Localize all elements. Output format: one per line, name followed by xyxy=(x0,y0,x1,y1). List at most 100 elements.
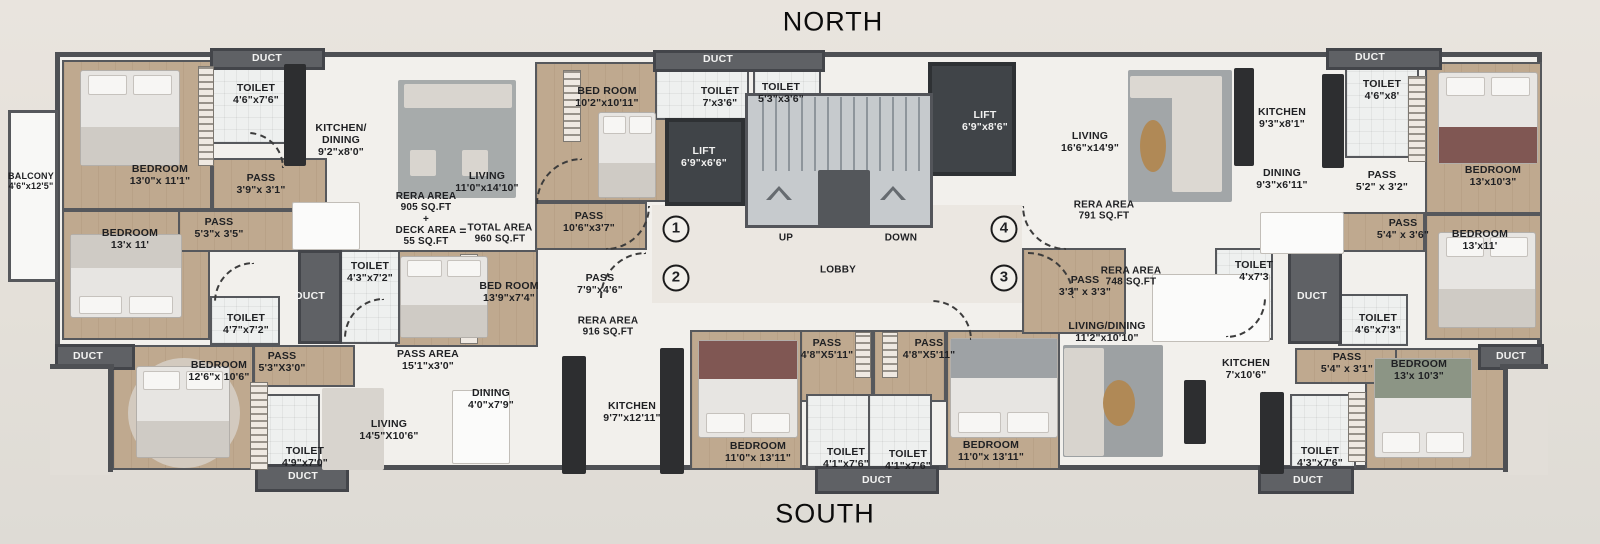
wall-notch-left-v xyxy=(108,366,113,472)
label-line: DUCT xyxy=(1293,474,1323,487)
counter-sw-kitchen-1 xyxy=(562,356,586,474)
label-line: 905 SQ.FT xyxy=(400,202,452,214)
label-line: 12'6"x 10'6" xyxy=(188,371,250,383)
toilet-ne-a xyxy=(1345,62,1419,158)
label-line: BEDROOM xyxy=(1451,228,1509,241)
label-line: 16'6"x14'9" xyxy=(1060,142,1120,154)
label-line: PASS xyxy=(812,337,842,350)
toilet-nw-a xyxy=(210,66,300,144)
label-line: 791 SQ.FT xyxy=(1078,211,1130,222)
label-line: 7'x10'6" xyxy=(1225,369,1267,381)
label-line: LIVING xyxy=(370,418,408,431)
label-line: 4'6"x7'6" xyxy=(233,94,279,106)
bed-nw-2 xyxy=(70,234,182,318)
bed-se-1-part xyxy=(1007,412,1050,434)
wardrobe-nw-1 xyxy=(198,66,214,166)
counter-se-kitchen-2 xyxy=(1260,392,1284,474)
label-flat-2: 2 xyxy=(662,264,690,292)
label-equals-nw: = xyxy=(459,225,466,239)
label-line: 5'3"X3'0" xyxy=(258,362,306,374)
label-line: 4'1"x7'6" xyxy=(823,458,869,470)
label-duct-mid-right: DUCT xyxy=(1297,290,1327,303)
label-duct-left-edge: DUCT xyxy=(73,350,103,363)
wall-notch-right-v xyxy=(1503,366,1508,472)
label-line: 6'9"x6'6" xyxy=(681,157,727,169)
label-line: 4'6"x7'3" xyxy=(1355,324,1401,336)
label-line: PASS xyxy=(267,350,297,363)
label-line: 11'0"x 13'11" xyxy=(724,452,792,464)
wall-notch-left-h xyxy=(50,364,114,369)
label-line: 5'3"x 3'5" xyxy=(194,228,244,240)
label-line: 15'1"x3'0" xyxy=(402,360,454,372)
label-line: 10'2"x10'11" xyxy=(575,97,639,109)
duct-top-right xyxy=(1326,48,1442,70)
pass-se-a xyxy=(1022,248,1126,334)
pass-nw-c xyxy=(535,202,647,250)
bed-ne-2-part xyxy=(1439,289,1535,327)
label-line: DECK AREA xyxy=(395,224,457,236)
label-line: LIVING xyxy=(468,170,506,183)
label-line: DUCT xyxy=(1297,290,1327,303)
label-line: PASS xyxy=(574,210,604,223)
label-line: = xyxy=(459,224,467,239)
label-line: BEDROOM xyxy=(1390,358,1448,371)
label-duct-right-edge: DUCT xyxy=(1496,350,1526,363)
label-line: 4'3"x7'6" xyxy=(1297,457,1343,469)
label-line: BEDROOM xyxy=(101,227,159,240)
table-ne-coffee xyxy=(1140,120,1166,172)
counter-ne-kitchen-2 xyxy=(1322,74,1344,168)
label-line: DINING xyxy=(472,387,510,400)
label-line: 4 xyxy=(999,219,1009,237)
bed-se-2-part xyxy=(1375,359,1471,399)
label-line: KITCHEN xyxy=(1221,357,1271,370)
bed-nw-3-part xyxy=(628,116,652,135)
bed-sw-0 xyxy=(400,256,488,338)
wardrobe-nw-2 xyxy=(563,70,581,142)
label-line: + xyxy=(422,213,430,225)
label-line: TOILET xyxy=(1300,445,1340,458)
counter-nw-kitchen xyxy=(284,64,306,166)
bed-se-1 xyxy=(950,338,1058,438)
label-line: 4'8"X5'11" xyxy=(800,349,854,361)
chair-nw-1 xyxy=(410,150,436,176)
sofa-nw xyxy=(404,84,512,108)
label-line: TOILET xyxy=(761,81,801,94)
label-line: DUCT xyxy=(252,52,282,65)
label-line: DOWN xyxy=(884,232,918,244)
label-line: TOILET xyxy=(1358,312,1398,325)
label-duct-bottom-left: DUCT xyxy=(288,470,318,483)
label-line: BEDROOM xyxy=(190,359,248,372)
label-line: 5'3"x3'6" xyxy=(758,93,804,105)
toilet-se-b xyxy=(1290,394,1356,468)
label-line: 9'7"x12'11" xyxy=(603,412,661,424)
bed-sw-2-part xyxy=(699,341,797,380)
wardrobe-sw-2 xyxy=(855,332,871,378)
label-line: DUCT xyxy=(288,470,318,483)
sofa-ne-top xyxy=(1130,76,1222,98)
pass-sw-a xyxy=(253,345,355,387)
label-line: LIVING xyxy=(1071,130,1109,143)
bed-ne-2-part xyxy=(1445,236,1485,257)
label-line: PASS xyxy=(1367,169,1397,182)
label-line: 4'6"x8' xyxy=(1364,90,1400,102)
notch-bottom-left xyxy=(50,369,110,475)
counter-se-kitchen-1 xyxy=(1184,380,1206,444)
label-line: PASS xyxy=(1070,274,1100,287)
label-line: 4'9"x7'0" xyxy=(282,457,328,469)
